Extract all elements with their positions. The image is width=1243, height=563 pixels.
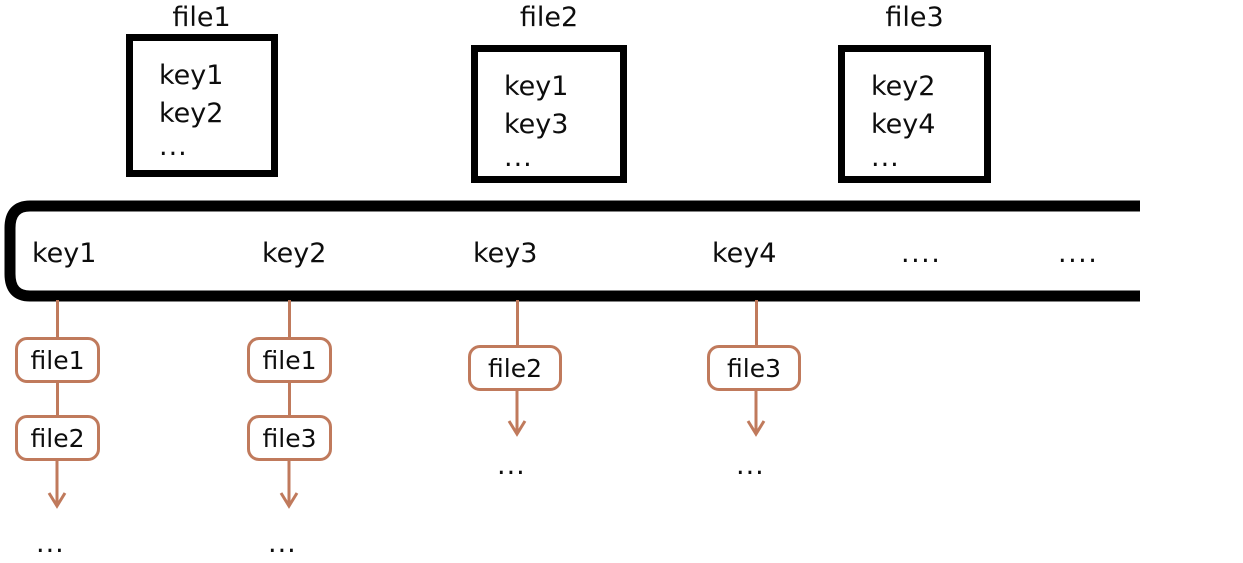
file1-key-0: key1: [159, 60, 224, 91]
connector-key1-file1-to-file2: [56, 383, 59, 415]
posting-list-key3-ellipsis: ...: [497, 450, 526, 481]
key-bar-entry-key3: key3: [473, 238, 538, 269]
posting-node-label: file1: [30, 345, 85, 375]
file2-keys-ellipsis: ...: [504, 142, 533, 173]
file-box-file3: key2 key4 ...: [838, 45, 991, 183]
key-bar-entry-overflow-2: ....: [1058, 238, 1099, 269]
connector-key1-to-file1: [56, 300, 59, 337]
file3-keys-ellipsis: ...: [871, 142, 900, 173]
arrow-key3-tail: [507, 391, 527, 437]
key-bar-entry-key4: key4: [712, 238, 777, 269]
file1-key-1: key2: [159, 98, 224, 129]
key-bar-outline: [4, 200, 1140, 302]
file2-key-list: key1 key3 ...: [504, 68, 568, 172]
file3-key-list: key2 key4 ...: [871, 68, 935, 172]
posting-list-key4-ellipsis: ...: [736, 450, 765, 481]
posting-list-key1-ellipsis: ...: [36, 528, 65, 559]
key-bar-entry-key2: key2: [262, 238, 327, 269]
posting-node-label: file3: [727, 353, 781, 383]
arrow-key2-tail: [279, 461, 299, 509]
posting-node-key2-file3[interactable]: file3: [247, 415, 332, 461]
posting-list-key2-ellipsis: ...: [268, 528, 297, 559]
posting-node-label: file2: [488, 353, 542, 383]
file-title-file2: file2: [519, 2, 579, 33]
posting-node-label: file1: [262, 345, 317, 375]
posting-node-key1-file2[interactable]: file2: [15, 415, 100, 461]
connector-key4-to-file3: [755, 300, 758, 345]
file1-key-list: key1 key2 ...: [159, 57, 223, 161]
connector-key3-to-file2: [516, 300, 519, 345]
file3-key-0: key2: [871, 71, 936, 102]
key-bar-entry-key1: key1: [32, 238, 97, 269]
key-bar-entry-overflow-1: ....: [901, 238, 942, 269]
file-title-file1: file1: [172, 2, 231, 33]
arrow-key4-tail: [746, 391, 766, 437]
file-box-file1: key1 key2 ...: [126, 34, 278, 177]
posting-node-label: file3: [262, 423, 317, 453]
file2-key-1: key3: [504, 109, 569, 140]
arrow-key1-tail: [47, 461, 67, 509]
posting-node-key1-file1[interactable]: file1: [15, 337, 100, 383]
file3-key-1: key4: [871, 109, 936, 140]
posting-node-key3-file2[interactable]: file2: [468, 345, 562, 391]
posting-node-label: file2: [30, 423, 85, 453]
file-title-file3: file3: [885, 2, 944, 33]
file-box-file2: key1 key3 ...: [471, 45, 627, 183]
file2-key-0: key1: [504, 71, 569, 102]
file1-keys-ellipsis: ...: [159, 131, 188, 162]
connector-key2-file1-to-file3: [288, 383, 291, 415]
key-dictionary-bar: [4, 200, 1140, 302]
posting-node-key2-file1[interactable]: file1: [247, 337, 332, 383]
posting-node-key4-file3[interactable]: file3: [707, 345, 801, 391]
connector-key2-to-file1: [288, 300, 291, 337]
